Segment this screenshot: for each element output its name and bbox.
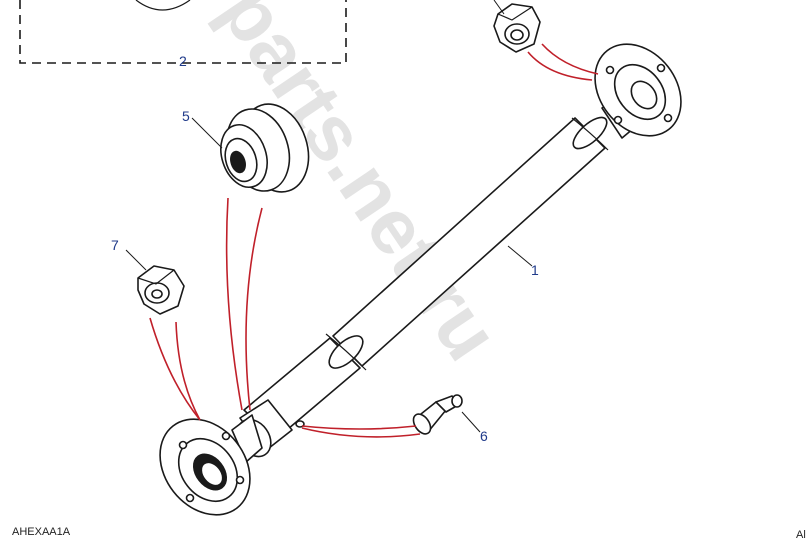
nut-top xyxy=(493,3,541,53)
kit-box: 2 xyxy=(19,0,347,69)
leader-lines xyxy=(149,43,599,438)
figure-code: AHEXAA1A xyxy=(12,526,71,538)
right-flange-yoke xyxy=(594,43,682,139)
callout-leaders xyxy=(125,0,533,433)
callout-grease-nipple: 6 xyxy=(480,428,488,444)
corner-label-right: Al xyxy=(796,529,806,541)
callout-kit-box: 2 xyxy=(179,53,187,69)
nut-left xyxy=(137,265,185,315)
callout-nut-left: 7 xyxy=(111,237,119,253)
callout-propshaft: 1 xyxy=(531,262,539,278)
gaiter xyxy=(220,103,310,193)
kit-box-part-outline xyxy=(135,0,191,11)
callout-gaiter: 5 xyxy=(182,108,190,124)
left-flange-yoke xyxy=(159,399,293,516)
grease-nipple xyxy=(412,394,463,435)
